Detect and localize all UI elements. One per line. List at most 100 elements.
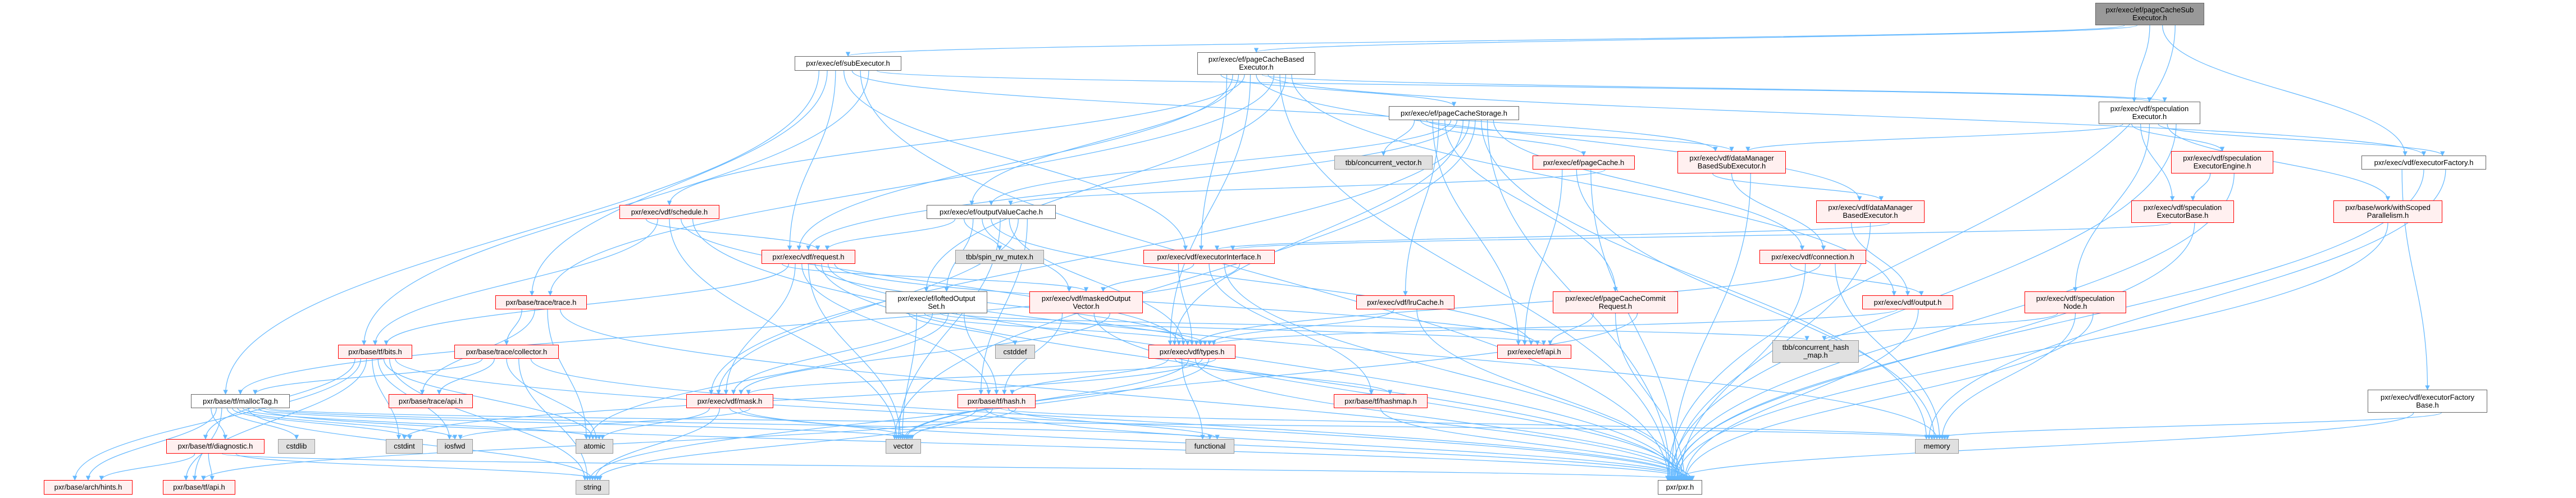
node-conc-hash-map[interactable]: tbb/concurrent_hash _map.h — [1772, 340, 1859, 363]
edge-output-to-types — [1211, 309, 1898, 345]
node-output-value-cache[interactable]: pxr/exec/ef/outputValueCache.h — [927, 205, 1056, 219]
node-hints[interactable]: pxr/base/arch/hints.h — [44, 480, 133, 495]
node-lru-cache[interactable]: pxr/exec/vdf/lruCache.h — [1356, 295, 1455, 309]
node-connection[interactable]: pxr/exec/vdf/connection.h — [1759, 250, 1866, 264]
edge-mallocTag-to-iosfwd — [237, 408, 458, 440]
edge-mallocTag-to-functional — [264, 408, 1212, 440]
edge-lofted-to-mask — [731, 313, 933, 395]
node-cstdint[interactable]: cstdint — [386, 439, 423, 454]
node-trace[interactable]: pxr/base/trace/trace.h — [495, 295, 587, 309]
node-hash[interactable]: pxr/base/tf/hash.h — [958, 394, 1036, 408]
edge-connection-to-types — [1194, 263, 1821, 345]
edge-hash-to-memory — [1000, 408, 1950, 440]
node-sub-executor[interactable]: pxr/exec/ef/subExecutor.h — [795, 56, 901, 71]
edge-execInterface-to-pxr — [1224, 263, 1683, 481]
edge-mallocTag-to-cstdint — [232, 408, 413, 440]
edge-subExecutor-to-mallocTag — [223, 70, 819, 395]
node-pxr[interactable]: pxr/pxr.h — [1658, 480, 1702, 495]
edge-specExecutor-to-specNode — [2073, 124, 2150, 292]
node-atomic[interactable]: atomic — [576, 439, 613, 454]
edge-request-to-pxr — [821, 263, 1682, 481]
edge-pcbExecutor-to-execInterface — [1198, 74, 1228, 250]
node-mask[interactable]: pxr/exec/vdf/mask.h — [686, 394, 773, 408]
node-pcb-executor[interactable]: pxr/exec/ef/pageCacheBased Executor.h — [1197, 52, 1315, 75]
edge-lofted-to-vector — [900, 313, 917, 440]
edge-dmbSubExec-to-connection — [1731, 173, 1826, 250]
edge-masked-to-types — [1078, 313, 1207, 345]
edge-pcbExecutor-to-request — [796, 74, 1233, 250]
node-cstdlib[interactable]: cstdlib — [278, 439, 315, 454]
node-spec-base[interactable]: pxr/exec/vdf/speculation ExecutorBase.h — [2131, 200, 2234, 223]
node-request[interactable]: pxr/exec/vdf/request.h — [762, 250, 855, 264]
node-pc-storage[interactable]: pxr/exec/ef/pageCacheStorage.h — [1389, 106, 1519, 120]
node-commit-req[interactable]: pxr/exec/ef/pageCacheCommit Request.h — [1553, 291, 1678, 313]
edge-lofted-to-types — [924, 313, 1203, 345]
node-factory-base[interactable]: pxr/exec/vdf/executorFactory Base.h — [2368, 390, 2487, 413]
edge-connection-to-pxr — [1678, 263, 1806, 481]
edge-specNode-to-concHashMap — [1822, 313, 2058, 341]
node-bits[interactable]: pxr/base/tf/bits.h — [338, 345, 412, 359]
node-types[interactable]: pxr/exec/vdf/types.h — [1148, 345, 1235, 359]
node-spec-node[interactable]: pxr/exec/vdf/speculation Node.h — [2025, 291, 2126, 313]
node-output[interactable]: pxr/exec/vdf/output.h — [1862, 295, 1953, 309]
edge-bits-to-pxr — [395, 358, 1689, 481]
node-memory[interactable]: memory — [1915, 439, 1959, 454]
node-scoped-par[interactable]: pxr/base/work/withScoped Parallelism.h — [2333, 200, 2442, 223]
edge-pcStorage-to-concVector — [1381, 120, 1415, 156]
node-ef-api[interactable]: pxr/exec/ef/api.h — [1497, 345, 1571, 359]
node-string[interactable]: string — [576, 480, 609, 495]
node-lofted[interactable]: pxr/exec/ef/loftedOutput Set.h — [886, 291, 987, 313]
node-masked[interactable]: pxr/exec/vdf/maskedOutput Vector.h — [1029, 291, 1143, 313]
edge-hash-to-functional — [1007, 408, 1220, 440]
edge-root-to-execFactory — [2162, 25, 2408, 156]
node-spec-executor[interactable]: pxr/exec/vdf/speculation Executor.h — [2099, 102, 2200, 124]
node-exec-factory[interactable]: pxr/exec/vdf/executorFactory.h — [2361, 156, 2486, 170]
edge-pcStorage-to-dmbSubExec — [1426, 120, 1734, 152]
node-cstddef[interactable]: cstddef — [995, 345, 1035, 359]
edge-pcbExecutor-to-pxr — [1279, 74, 1672, 481]
edge-execFactory-to-pxr — [1672, 169, 2424, 481]
node-page-cache[interactable]: pxr/exec/ef/pageCache.h — [1533, 156, 1635, 170]
node-dmb-exec[interactable]: pxr/exec/vdf/dataManager BasedExecutor.h — [1816, 200, 1925, 223]
node-dmb-sub-exec[interactable]: pxr/exec/vdf/dataManager BasedSubExecuto… — [1677, 151, 1786, 173]
node-tf-api[interactable]: pxr/base/tf/api.h — [163, 480, 235, 495]
node-spin-mutex[interactable]: tbb/spin_rw_mutex.h — [955, 250, 1044, 264]
edge-lofted-to-concHashMap — [956, 313, 1809, 341]
edge-collector-to-string — [518, 358, 590, 481]
node-hashmap[interactable]: pxr/base/tf/hashmap.h — [1334, 394, 1428, 408]
edge-diagnostic-to-tfApi — [208, 453, 215, 481]
node-conc-vector[interactable]: tbb/concurrent_vector.h — [1334, 156, 1433, 170]
node-collector[interactable]: pxr/base/trace/collector.h — [454, 345, 559, 359]
edge-specNode-to-pxr — [1683, 313, 2094, 481]
edge-schedule-to-vector — [669, 218, 899, 440]
edge-bits-to-cstdint — [372, 358, 402, 440]
node-spec-engine[interactable]: pxr/exec/vdf/speculation ExecutorEngine.… — [2171, 151, 2273, 173]
edge-lofted-to-cstddef — [908, 313, 1018, 345]
edge-subExecutor-to-execInterface — [844, 70, 1188, 250]
edge-types-to-cstdint — [402, 358, 1203, 440]
edge-request-to-hash — [801, 263, 991, 395]
edge-collector-to-atomic — [506, 358, 599, 440]
node-root[interactable]: pxr/exec/ef/pageCacheSub Executor.h — [2095, 3, 2204, 25]
edge-types-to-string — [587, 358, 1210, 481]
edge-pcbExecutor-to-lofted — [924, 74, 1287, 292]
edge-request-to-masked — [782, 263, 1089, 292]
node-trace-api[interactable]: pxr/base/trace/api.h — [389, 394, 473, 408]
node-malloc-tag[interactable]: pxr/base/tf/mallocTag.h — [191, 394, 290, 408]
node-schedule[interactable]: pxr/exec/vdf/schedule.h — [619, 205, 719, 219]
node-vector[interactable]: vector — [886, 439, 921, 454]
edge-outputValueCache-to-efApi — [991, 218, 1534, 345]
edge-pcbExecutor-to-outputValueCache — [969, 74, 1239, 205]
node-functional[interactable]: functional — [1186, 439, 1234, 454]
node-diagnostic[interactable]: pxr/base/tf/diagnostic.h — [166, 439, 265, 454]
edge-connection-to-output — [1790, 263, 1924, 296]
edge-bits-to-atomic — [383, 358, 595, 440]
edge-trace-to-collector — [504, 309, 522, 345]
edge-schedule-to-bits — [372, 218, 658, 345]
node-exec-interface[interactable]: pxr/exec/vdf/executorInterface.h — [1143, 250, 1275, 264]
edge-specNode-to-memory — [1940, 313, 2076, 440]
edge-outputValueCache-to-request — [824, 218, 956, 250]
edge-pcbExecutor-to-pcStorage — [1220, 74, 1457, 107]
node-iosfwd[interactable]: iosfwd — [437, 439, 473, 454]
